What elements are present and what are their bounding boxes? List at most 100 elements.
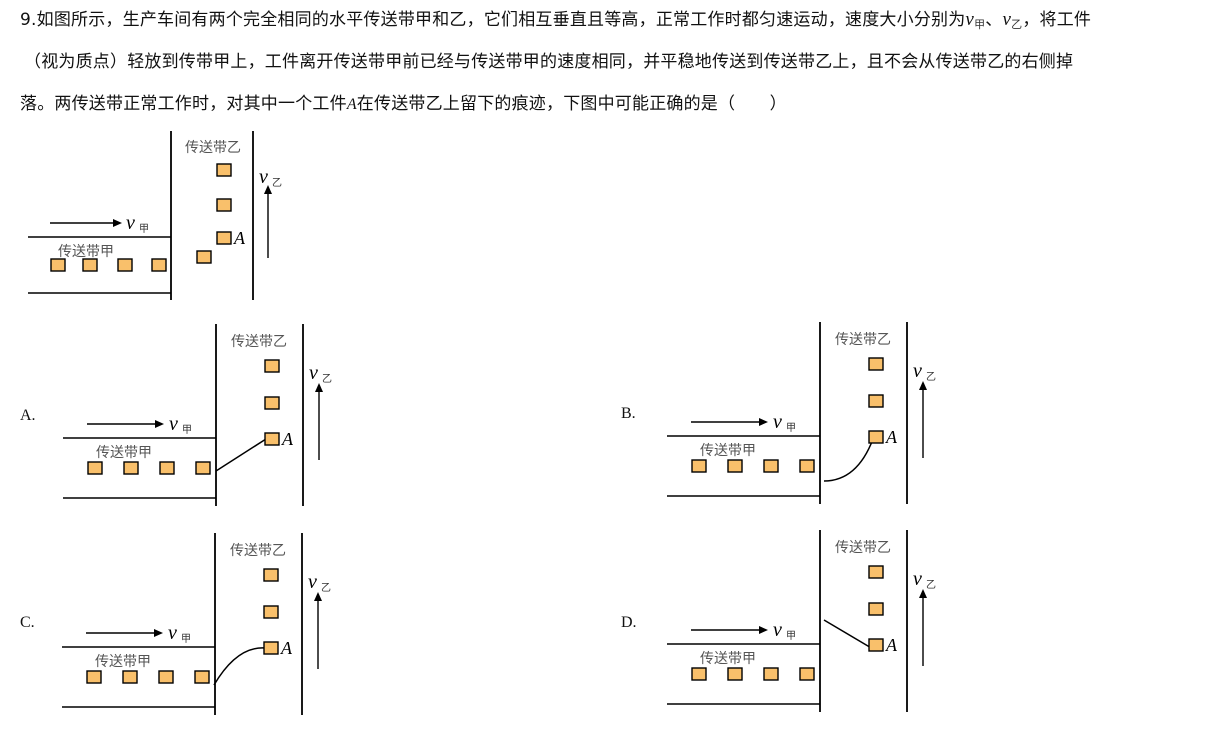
workpiece: [264, 359, 280, 373]
workpiece: [216, 163, 232, 177]
point-a-label: A: [885, 427, 898, 447]
trace-line: [823, 619, 874, 650]
workpiece: [195, 461, 211, 475]
workpiece: [763, 667, 779, 681]
workpiece: [691, 459, 707, 473]
workpiece: [868, 357, 884, 371]
trace-line: [823, 438, 874, 482]
workpiece: [50, 258, 66, 272]
v-sub-yi: 乙: [1011, 18, 1023, 31]
separator: 、: [985, 10, 1003, 30]
arrow-right-icon: [759, 418, 768, 426]
workpieces: A: [50, 163, 246, 272]
question-text: （视为质点）轻放到传带甲上，工件离开传送带甲前已经与传送带甲的速度相同，并平稳地…: [24, 52, 1074, 72]
v-yi-label: v: [308, 571, 317, 593]
v-yi-sub: 乙: [321, 582, 331, 594]
v-yi-sub: 乙: [322, 373, 332, 385]
question-line-3: 落。两传送带正常工作时，对其中一个工件A在传送带乙上留下的痕迹，下图中可能正确的…: [20, 92, 787, 117]
workpiece: [263, 605, 279, 619]
belt-yi-label: 传送带乙: [835, 332, 891, 348]
arrow-right-icon: [154, 629, 163, 637]
point-a-label: A: [346, 96, 357, 113]
workpiece: [868, 394, 884, 408]
workpiece-a: [264, 432, 280, 446]
workpiece: [158, 670, 174, 684]
point-a-label: A: [233, 228, 246, 248]
v-jia-label: v: [773, 411, 782, 433]
point-a-label: A: [280, 638, 293, 658]
trace-line: [213, 647, 266, 686]
v-yi-sub: 乙: [926, 579, 936, 591]
belt-jia-label: 传送带甲: [95, 654, 151, 670]
v-yi-label: v: [913, 360, 922, 382]
v-jia-label: v: [126, 212, 135, 234]
workpiece-a: [263, 641, 279, 655]
workpiece-a: [868, 638, 884, 652]
belt-yi-label: 传送带乙: [230, 543, 286, 559]
belt-yi-label: 传送带乙: [185, 140, 241, 156]
v-jia-label: v: [169, 413, 178, 435]
belt-jia-label: 传送带甲: [96, 445, 152, 461]
workpiece: [194, 670, 210, 684]
belt-yi: 传送带乙: [170, 131, 254, 300]
arrow-up-icon: [314, 592, 322, 601]
v-jia-label: v: [773, 619, 782, 641]
v-jia-sub: 甲: [181, 634, 191, 645]
workpiece: [868, 602, 884, 616]
arrow-up-icon: [919, 381, 927, 390]
workpiece-a: [868, 430, 884, 444]
question-line-1: 9.如图所示，生产车间有两个完全相同的水平传送带甲和乙，它们相互垂直且等高，正常…: [20, 8, 1091, 37]
workpiece: [263, 568, 279, 582]
arrow-v-jia: v 甲: [50, 212, 149, 235]
workpiece: [216, 198, 232, 212]
belt-jia-label: 传送带甲: [58, 244, 114, 260]
workpiece: [196, 250, 212, 264]
arrow-up-icon: [919, 589, 927, 598]
arrow-right-icon: [759, 626, 768, 634]
option-c-label[interactable]: C.: [20, 614, 35, 631]
workpiece: [82, 258, 98, 272]
workpiece: [122, 670, 138, 684]
option-b-label[interactable]: B.: [621, 405, 636, 422]
option-d-label[interactable]: D.: [621, 614, 637, 631]
belt-jia-label: 传送带甲: [700, 651, 756, 667]
question-text: 9.如图所示，生产车间有两个完全相同的水平传送带甲和乙，它们相互垂直且等高，正常…: [20, 10, 966, 30]
belt-jia: 传送带甲: [28, 236, 171, 294]
v-yi-sub: 乙: [272, 177, 282, 189]
point-a-label: A: [885, 635, 898, 655]
workpiece-a: [216, 231, 232, 245]
workpiece: [87, 461, 103, 475]
arrow-v-yi: v 乙: [259, 166, 282, 258]
v-jia-label: v: [168, 622, 177, 644]
workpiece: [868, 565, 884, 579]
v-yi-label: v: [259, 166, 268, 188]
point-a-label: A: [281, 429, 294, 449]
workpiece: [123, 461, 139, 475]
v-jia-sub: 甲: [139, 224, 149, 235]
question-line-2: （视为质点）轻放到传带甲上，工件离开传送带甲前已经与传送带甲的速度相同，并平稳地…: [24, 50, 1073, 74]
belt-yi-label: 传送带乙: [835, 540, 891, 556]
workpiece: [727, 459, 743, 473]
question-text: 在传送带乙上留下的痕迹，下图中可能正确的是（ ）: [356, 94, 787, 114]
workpiece: [151, 258, 167, 272]
workpiece: [763, 459, 779, 473]
v-jia-sub: 甲: [182, 425, 192, 436]
option-a-label[interactable]: A.: [20, 407, 36, 424]
question-text: ，将工件: [1022, 10, 1092, 30]
v-yi-sub: 乙: [926, 371, 936, 383]
v-symbol: v: [1002, 9, 1012, 30]
workpiece: [159, 461, 175, 475]
workpiece: [727, 667, 743, 681]
workpiece: [799, 667, 815, 681]
v-jia-sub: 甲: [786, 631, 796, 642]
v-symbol: v: [965, 9, 975, 30]
v-yi-label: v: [309, 362, 318, 384]
belt-yi-label: 传送带乙: [231, 334, 287, 350]
workpiece: [117, 258, 133, 272]
arrow-up-icon: [315, 383, 323, 392]
workpiece: [799, 459, 815, 473]
arrow-right-icon: [155, 420, 164, 428]
trace-line: [215, 438, 267, 472]
v-jia-sub: 甲: [786, 423, 796, 434]
